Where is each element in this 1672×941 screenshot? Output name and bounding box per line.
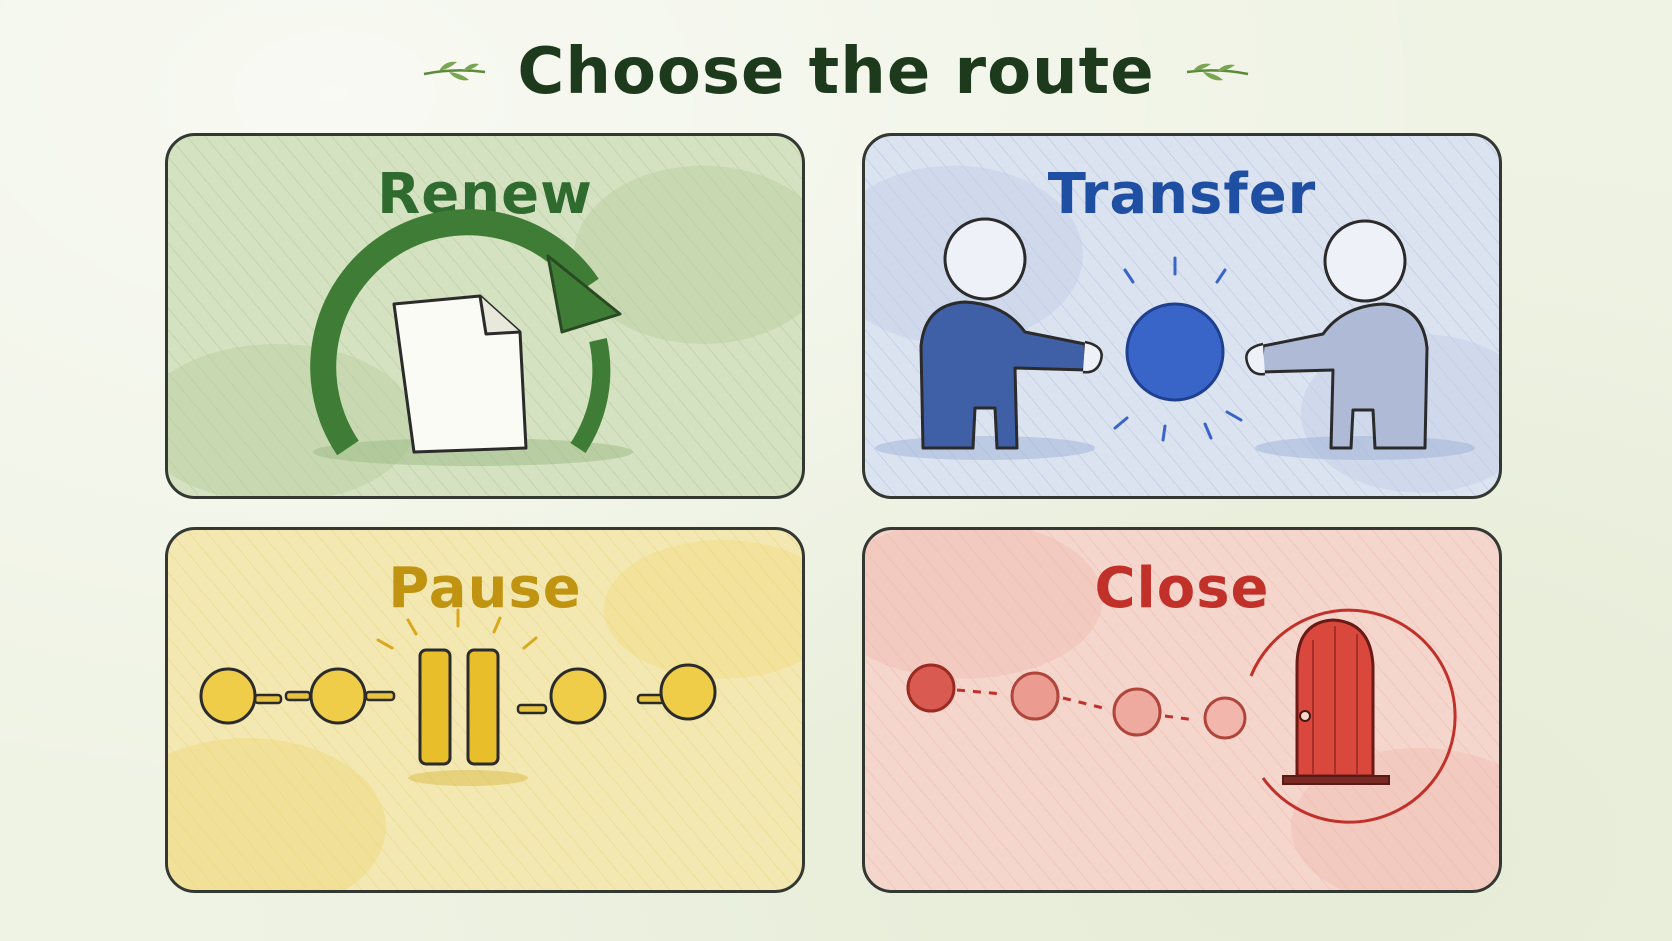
- title-row: Choose the route: [0, 22, 1672, 122]
- panel-close[interactable]: Close: [862, 527, 1502, 893]
- renew-cycle-icon: [310, 209, 633, 466]
- panel-label-close: Close: [1094, 556, 1270, 621]
- panel-label-transfer: Transfer: [1047, 162, 1317, 227]
- pause-icon: [199, 608, 717, 786]
- panel-pause[interactable]: Pause: [165, 527, 805, 893]
- left-sprig-icon: [424, 61, 486, 81]
- panel-label-pause: Pause: [388, 556, 582, 621]
- door-icon: [906, 608, 1457, 824]
- handoff-icon: [875, 217, 1475, 460]
- panel-transfer[interactable]: Transfer: [862, 133, 1502, 499]
- right-sprig-icon: [1186, 63, 1248, 81]
- page-title: Choose the route: [517, 35, 1155, 109]
- panel-renew[interactable]: Renew: [165, 133, 805, 499]
